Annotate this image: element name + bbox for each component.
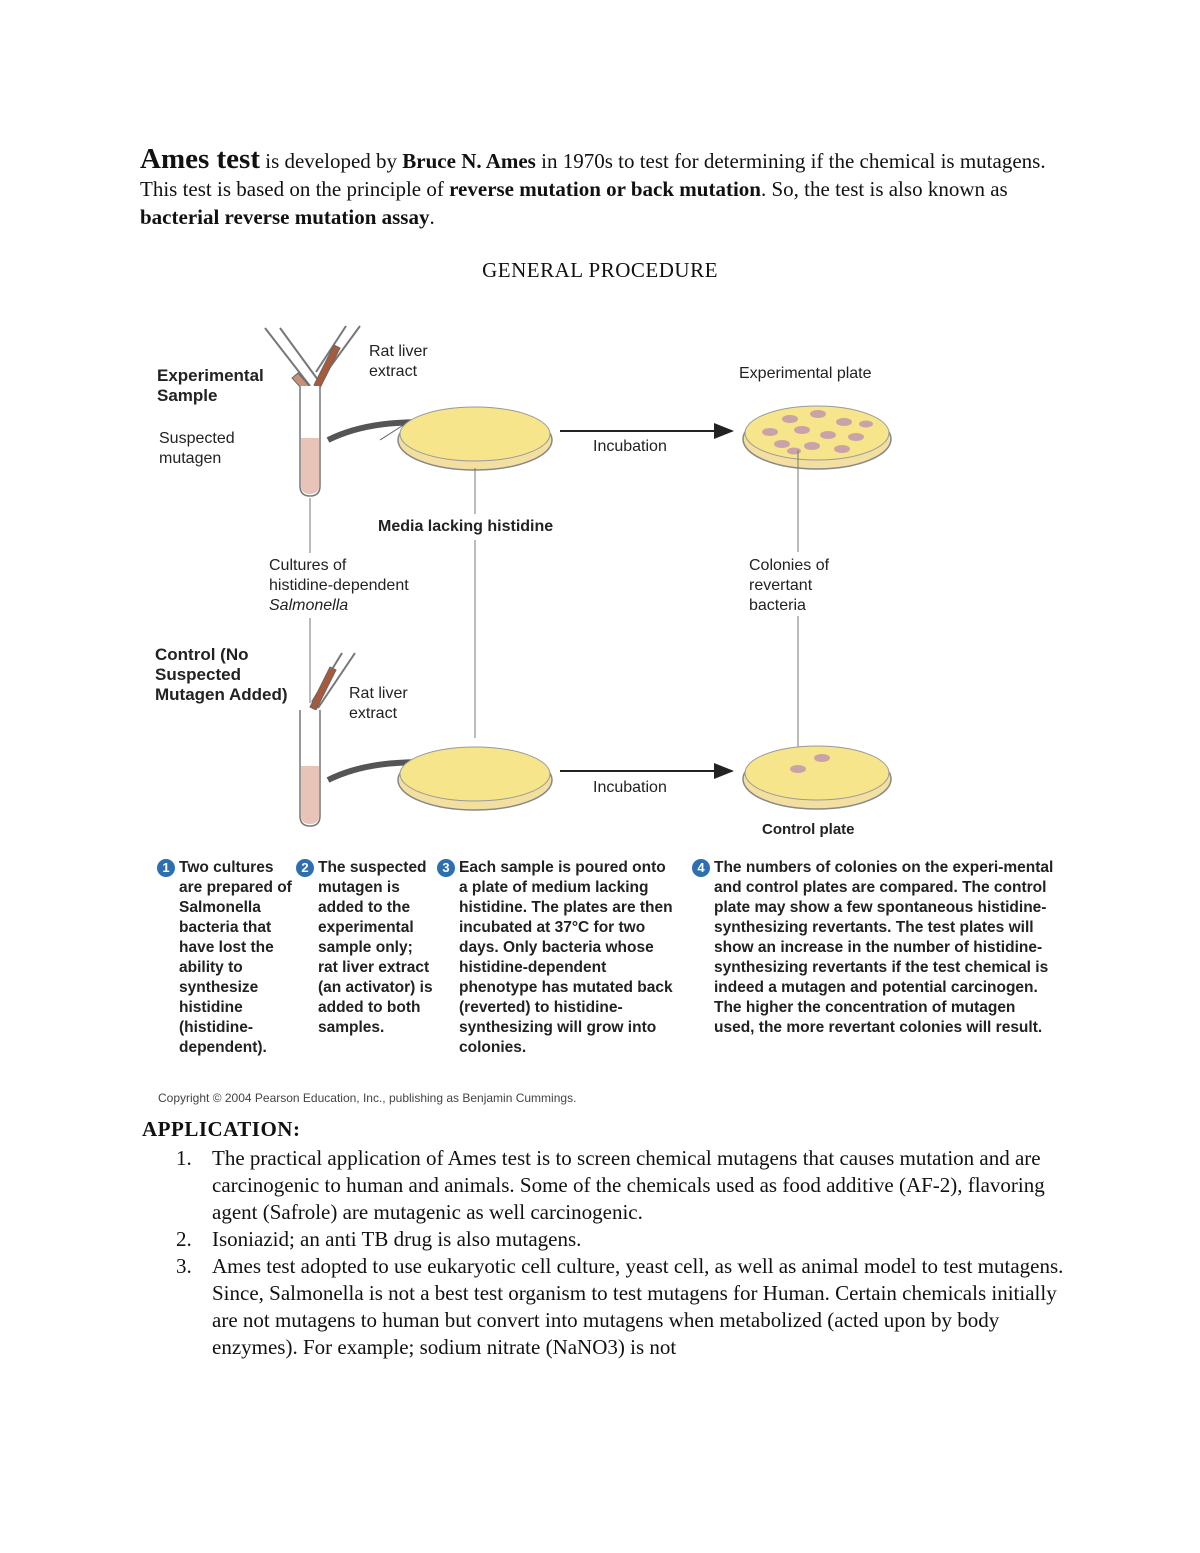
procedure-diagram: [264, 325, 892, 827]
intro-text-1: is developed by: [259, 149, 403, 173]
application-heading: APPLICATION:: [142, 1117, 301, 1141]
step-number-4: 4: [692, 859, 710, 877]
petri-plate-bottom: [397, 746, 553, 811]
label-salmonella: Salmonella: [269, 597, 349, 614]
label-incubation-top: Incubation: [593, 438, 667, 455]
label-experimental-sample: Experimental Sample: [157, 366, 264, 405]
application-list: 1. The practical application of Ames test…: [142, 1145, 1072, 1361]
list-text: Isoniazid; an anti TB drug is also mutag…: [212, 1227, 582, 1251]
intro-name: Bruce N. Ames: [402, 149, 536, 173]
label-histidine-dependent: histidine-dependent: [269, 577, 409, 594]
label-incubation-bottom: Incubation: [593, 779, 667, 796]
list-item: 3. Ames test adopted to use eukaryotic ce…: [142, 1253, 1072, 1361]
label-suspected-mutagen: Suspected mutagen: [159, 430, 235, 467]
colony-icon: [814, 754, 830, 762]
petri-plate-top: [397, 406, 553, 471]
list-item: 1. The practical application of Ames test…: [142, 1145, 1072, 1226]
list-item: 2. Isoniazid; an anti TB drug is also mut…: [142, 1226, 1072, 1253]
label-control: Control (No Suspected Mutagen Added): [155, 645, 288, 704]
list-number: 2.: [176, 1227, 192, 1251]
label-rat-liver-top: Rat liver extract: [369, 343, 428, 380]
step-number-2: 2: [296, 859, 314, 877]
label-control-plate: Control plate: [762, 821, 855, 838]
label-colonies-of-revertant: Colonies of revertant bacteria: [749, 557, 830, 614]
colony-icon: [762, 410, 873, 455]
section-heading: GENERAL PROCEDURE: [482, 258, 718, 282]
control-plate: [742, 745, 892, 810]
step-text-3: Each sample is poured onto a plate of me…: [459, 859, 673, 1056]
pipette-icon: [309, 652, 356, 711]
label-rat-liver-bottom: Rat liver extract: [349, 685, 408, 722]
experimental-plate: [742, 405, 892, 470]
list-text: The practical application of Ames test i…: [212, 1146, 1045, 1224]
step-text-1: Two cultures are prepared of Salmonella …: [179, 859, 292, 1056]
list-text: Ames test adopted to use eukaryotic cell…: [212, 1254, 1064, 1359]
copyright-notice: Copyright © 2004 Pearson Education, Inc.…: [158, 1091, 577, 1105]
pipette-icon: [313, 325, 361, 389]
list-number: 1.: [176, 1146, 192, 1170]
step-text-4: The numbers of colonies on the experi-me…: [714, 859, 1054, 1036]
step-number-3: 3: [437, 859, 455, 877]
leader-line: [379, 423, 406, 441]
label-cultures-of: Cultures of: [269, 557, 347, 574]
colony-icon: [790, 765, 806, 773]
label-media-lacking-histidine: Media lacking histidine: [378, 518, 554, 535]
step-text-2: The suspected mutagen is added to the ex…: [318, 859, 433, 1036]
intro-lead: Ames test: [140, 143, 260, 175]
label-experimental-plate: Experimental plate: [739, 365, 872, 382]
intro-text-4: .: [429, 205, 435, 229]
step-number-1: 1: [157, 859, 175, 877]
intro-assay: bacterial reverse mutation assay: [140, 205, 430, 229]
intro-text-2: in 1970s to test for determining if the …: [140, 149, 1046, 201]
intro-principle: reverse mutation or back mutation: [449, 177, 761, 201]
test-tube-control: [299, 710, 321, 827]
intro-paragraph: Ames test is developed by Bruce N. Ames …: [140, 145, 1070, 231]
test-tube-experimental: [299, 386, 321, 497]
ames-test-figure: Experimental Sample Suspected mutagen Ra…: [150, 318, 1060, 1118]
intro-text-3: . So, the test is also known as: [760, 177, 1008, 201]
list-number: 3.: [176, 1254, 192, 1278]
